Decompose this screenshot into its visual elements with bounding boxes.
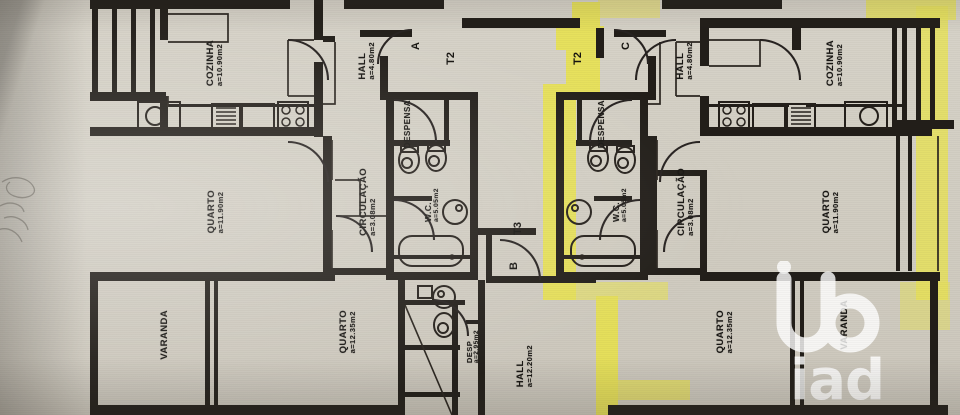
handwritten-scribble: [0, 177, 36, 243]
fixtures-center: [417, 285, 456, 338]
tag-c: C: [620, 42, 632, 50]
kitchen-sink: [786, 103, 816, 129]
tag-t3: T3: [512, 222, 524, 235]
fixtures-left-kitchen: [137, 101, 309, 130]
bathtub: [398, 235, 464, 267]
tag-t2-left: T2: [445, 52, 457, 65]
wash-basin: [566, 199, 592, 225]
tag-b: B: [508, 262, 520, 270]
wash-basin: [442, 199, 468, 225]
toilet: [433, 312, 455, 338]
tag-t2-right: T2: [572, 52, 584, 65]
fixtures-left-bathroom: [398, 144, 468, 267]
stove-hob: [277, 101, 309, 130]
stove-hob: [718, 101, 750, 130]
fixtures-right-kitchen: [718, 101, 888, 130]
kitchen-sink: [211, 103, 241, 129]
walls-layer: [90, 0, 954, 415]
tag-a: A: [410, 42, 422, 50]
door-swing-arcs: [287, 28, 802, 337]
washing-machine: [145, 106, 165, 126]
bathtub: [570, 235, 636, 267]
yellow-highlighter-outline: [543, 0, 956, 415]
washing-machine: [859, 106, 879, 126]
fixtures-right-bathroom: [566, 144, 636, 267]
